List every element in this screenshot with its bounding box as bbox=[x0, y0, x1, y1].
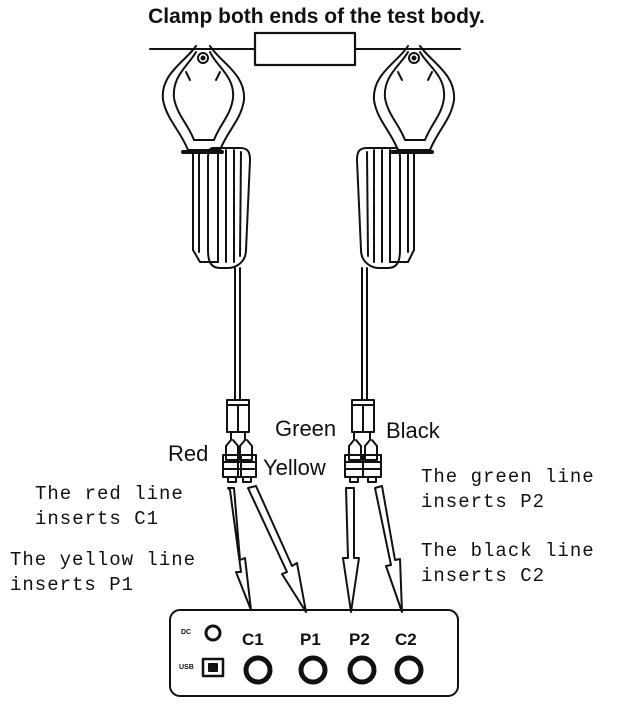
wire-label-black: Black bbox=[386, 418, 440, 443]
test-body bbox=[149, 31, 461, 67]
right-clamp bbox=[351, 45, 456, 433]
wire-label-green: Green bbox=[275, 416, 337, 441]
note-red-line: The red line inserts C1 bbox=[35, 483, 184, 530]
port-label-c2: C2 bbox=[395, 630, 417, 649]
page-title: Clamp both ends of the test body. bbox=[148, 5, 485, 28]
plug-black bbox=[362, 431, 382, 483]
plug-green bbox=[344, 431, 364, 483]
port-label-p2: P2 bbox=[349, 630, 370, 649]
arrow-green-to-p2 bbox=[342, 487, 360, 613]
note-green-line: The green line inserts P2 bbox=[421, 466, 595, 513]
wire-label-yellow: Yellow bbox=[263, 455, 326, 480]
left-clamp bbox=[161, 45, 251, 433]
port-label-c1: C1 bbox=[242, 630, 264, 649]
arrow-black-to-c2 bbox=[374, 485, 403, 613]
arrow-red-to-c1 bbox=[227, 487, 252, 611]
instrument-panel bbox=[169, 609, 459, 697]
usb-label: USB bbox=[179, 664, 194, 671]
note-yellow-line: The yellow line inserts P1 bbox=[10, 549, 197, 596]
arrow-yellow-to-p1 bbox=[247, 485, 307, 613]
dc-label: DC bbox=[181, 629, 192, 636]
plug-yellow bbox=[237, 431, 257, 483]
port-label-p1: P1 bbox=[300, 630, 321, 649]
wire-label-red: Red bbox=[168, 441, 209, 466]
note-black-line: The black line inserts C2 bbox=[421, 540, 595, 587]
